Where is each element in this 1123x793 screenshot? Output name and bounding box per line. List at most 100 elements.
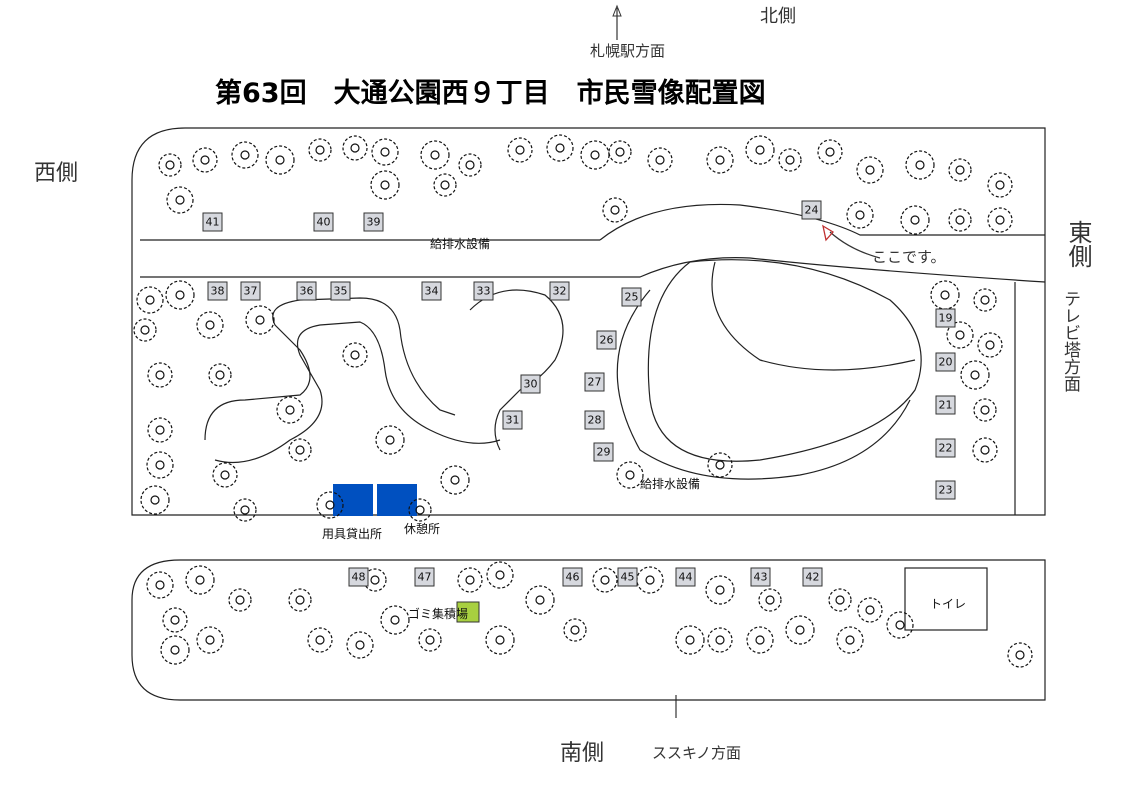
tree-trunk-icon <box>155 425 165 435</box>
tree-icon <box>758 588 782 612</box>
lot-21: 21 <box>935 395 956 415</box>
tree-icon <box>146 451 174 479</box>
tree-icon <box>675 625 705 655</box>
east-label: 東側 <box>1064 220 1092 268</box>
rest-area-label: 休憩所 <box>404 521 440 536</box>
tree-icon <box>363 568 387 592</box>
west-label: 西側 <box>34 161 78 186</box>
lot-box <box>363 212 384 232</box>
tree-trunk-icon <box>275 155 285 165</box>
lot-42: 42 <box>802 567 823 587</box>
road-edge-bottom <box>140 257 1046 283</box>
tree-trunk-icon <box>685 635 695 645</box>
lot-box <box>802 567 823 587</box>
toilet-building <box>904 567 988 631</box>
tree-icon <box>433 173 457 197</box>
tree-icon <box>276 396 304 424</box>
tree-icon <box>147 417 173 443</box>
tree-trunk-icon <box>150 495 160 505</box>
tree-trunk-icon <box>535 595 545 605</box>
tree-trunk-icon <box>895 620 905 630</box>
map-title: 第63回 大通公園西９丁目 市民雪像配置図 <box>215 77 766 109</box>
tree-trunk-icon <box>755 635 765 645</box>
tree-trunk-icon <box>415 505 425 515</box>
tree-trunk-icon <box>140 325 150 335</box>
tree-icon <box>231 141 259 169</box>
lot-number: 29 <box>597 446 611 459</box>
lot-39: 39 <box>363 212 384 232</box>
lot-number: 33 <box>477 285 491 298</box>
lot-box <box>414 567 435 587</box>
tree-trunk-icon <box>315 145 325 155</box>
lot-number: 25 <box>625 291 639 304</box>
tree-trunk-icon <box>855 210 865 220</box>
tree-icon <box>185 565 215 595</box>
lot-box <box>348 567 369 587</box>
tree-trunk-icon <box>175 195 185 205</box>
tree-icon <box>158 153 182 177</box>
tree-icon <box>973 288 997 312</box>
tree-trunk-icon <box>955 330 965 340</box>
tree-icon <box>948 158 972 182</box>
tree-icon <box>380 605 410 635</box>
lot-box <box>240 281 261 301</box>
tree-trunk-icon <box>845 635 855 645</box>
tree-icon <box>288 438 312 462</box>
lot-23: 23 <box>935 480 956 500</box>
tree-icon <box>580 140 610 170</box>
lot-number: 38 <box>211 285 225 298</box>
tree-trunk-icon <box>350 143 360 153</box>
tree-icon <box>546 134 574 162</box>
tree-trunk-icon <box>515 145 525 155</box>
tree-trunk-icon <box>430 150 440 160</box>
lot-24: 24 <box>801 200 822 220</box>
lot-22: 22 <box>935 438 956 458</box>
winding-path-outer <box>204 297 456 441</box>
lot-number: 44 <box>679 571 693 584</box>
tree-icon <box>408 498 432 522</box>
lot-45: 45 <box>617 567 638 587</box>
lot-box <box>935 395 956 415</box>
tree-trunk-icon <box>440 180 450 190</box>
lot-number: 27 <box>588 376 602 389</box>
lot-box <box>935 438 956 458</box>
tree-trunk-icon <box>825 147 835 157</box>
arena-outer-ring <box>616 289 911 480</box>
tree-trunk-icon <box>955 165 965 175</box>
tree-icon <box>592 567 618 593</box>
tree-icon <box>196 311 224 339</box>
tree-icon <box>458 153 482 177</box>
lot-number: 21 <box>939 399 953 412</box>
lot-number: 28 <box>588 414 602 427</box>
lot-46: 46 <box>562 567 583 587</box>
tree-icon <box>608 140 632 164</box>
arena-oval <box>647 259 922 462</box>
tree-trunk-icon <box>295 445 305 455</box>
tree-trunk-icon <box>240 505 250 515</box>
here-note: ここです。 <box>872 248 946 266</box>
lot-number: 23 <box>939 484 953 497</box>
tree-icon <box>948 208 972 232</box>
tree-trunk-icon <box>240 150 250 160</box>
tree-trunk-icon <box>175 290 185 300</box>
arena-inner-curve <box>711 261 916 371</box>
tree-icon <box>307 627 333 653</box>
lot-44: 44 <box>675 567 696 587</box>
tree-trunk-icon <box>715 460 725 470</box>
tree-icon <box>346 631 374 659</box>
tree-icon <box>485 625 515 655</box>
lot-28: 28 <box>584 410 605 430</box>
lot-36: 36 <box>296 281 317 301</box>
tree-trunk-icon <box>465 575 475 585</box>
tree-trunk-icon <box>465 160 475 170</box>
tree-icon <box>987 207 1013 233</box>
lot-number: 41 <box>206 216 220 229</box>
tree-icon <box>707 627 733 653</box>
lot-47: 47 <box>414 567 435 587</box>
tree-icon <box>636 566 664 594</box>
tree-trunk-icon <box>1015 650 1025 660</box>
tree-trunk-icon <box>755 145 765 155</box>
tree-trunk-icon <box>170 645 180 655</box>
lot-37: 37 <box>240 281 261 301</box>
tree-trunk-icon <box>350 350 360 360</box>
